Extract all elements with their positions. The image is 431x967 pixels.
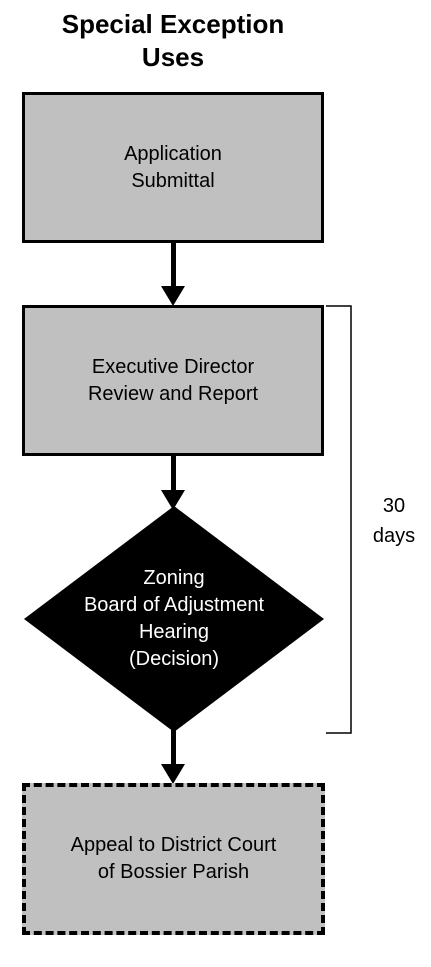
application-submittal-line-1: Application (124, 142, 222, 165)
timeframe-bracket (326, 305, 352, 734)
diagram-title: Special Exception Uses (0, 8, 346, 74)
decision-diamond-shape (24, 506, 324, 732)
executive-director-review-box: Executive Director Review and Report (22, 305, 324, 456)
executive-director-line-1: Executive Director (91, 355, 255, 378)
arrow-1-shaft (171, 243, 176, 287)
appeal-district-court-box: Appeal to District Court of Bossier Pari… (22, 783, 325, 935)
arrow-2-head (161, 490, 185, 510)
arrow-2-shaft (171, 456, 176, 492)
decision-line-3: Hearing (138, 621, 210, 643)
zoning-board-hearing-label: Zoning Board of Adjustment Hearing (Deci… (24, 565, 324, 673)
arrow-3-shaft (171, 730, 176, 766)
timeframe-unit: days (372, 525, 416, 547)
title-line-2: Uses (141, 42, 205, 72)
application-submittal-box: Application Submittal (22, 92, 324, 243)
timeframe-number: 30 (382, 495, 406, 517)
decision-line-1: Zoning (143, 567, 205, 589)
arrow-3-head (161, 764, 185, 784)
application-submittal-line-2: Submittal (131, 169, 215, 192)
decision-line-2: Board of Adjustment (83, 594, 265, 616)
appeal-line-1: Appeal to District Court (70, 834, 277, 856)
executive-director-line-2: Review and Report (87, 382, 259, 405)
appeal-line-2: of Bossier Parish (97, 861, 250, 883)
title-line-1: Special Exception (61, 9, 285, 39)
decision-line-4: (Decision) (128, 648, 220, 670)
arrow-1-head (161, 286, 185, 306)
timeframe-label: 30 days (356, 491, 431, 551)
